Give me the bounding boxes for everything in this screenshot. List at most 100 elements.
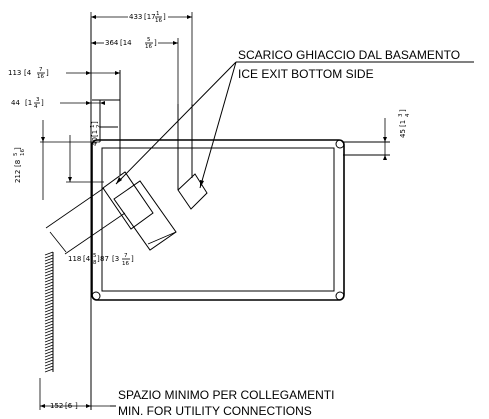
hatch-line [44,296,54,301]
dim-364-in: [14 [120,39,132,47]
hatch-line [44,368,54,373]
hatch-line [44,260,54,265]
dim-45-in: [1 [399,120,407,127]
hatch-line [44,365,54,370]
hatch-line [44,275,54,280]
dim-113-in: [4 [24,69,32,77]
dim-40: 40 [1 1 2 ] [90,121,102,146]
dim-118-close: ] [97,255,100,263]
dim-433-in: [17 [144,13,156,21]
note-ice-exit-en: ICE EXIT BOTTOM SIDE [238,67,374,81]
dim-212-close: ] [14,147,22,150]
dim-152-in: [6 [65,402,73,410]
hatch-line [44,329,54,334]
hatch-line [44,344,54,349]
dim-40-close: ] [91,121,99,124]
dim-152: 152 [6 ] [39,378,110,410]
hatch-line [44,284,54,289]
hatch-line [44,269,54,274]
dim-45-mm: 45 [399,129,407,138]
dim-364-mm: 364 [105,39,119,47]
dim-87-in: [3 [112,255,119,263]
hatch-line [44,356,54,361]
dim-44-den: 4 [34,104,38,110]
note-utility-it: SPAZIO MINIMO PER COLLEGAMENTI [118,388,334,402]
dim-45: 45 [1 3 4 ] [398,109,411,138]
hatch-line [44,311,54,316]
dim-152-close: ] [75,402,78,410]
hatch-line [44,293,54,298]
dim-364: 364 [14 5 16 ] [91,37,179,104]
dim-113-num: 7 [39,67,43,73]
hatch-line [44,341,54,346]
dim-44-num: 3 [36,97,40,103]
hatch-line [44,299,54,304]
hatch-line [44,287,54,292]
hatch-line [44,317,54,322]
hatch-line [44,278,54,283]
dim-433-num: 1 [156,11,160,17]
dim-118-den: 8 [93,260,97,266]
hatch-line [44,362,54,367]
dim-chute-lines [45,187,177,255]
dim-364-num: 5 [147,37,151,43]
dim-212-den: 16 [20,149,26,156]
ice-chute-left [102,171,177,251]
dim-40-den: 2 [96,125,102,129]
hatch-line [44,305,54,310]
dim-118-num: 5 [93,253,97,259]
hatch-line [44,347,54,352]
hatch-line [44,350,54,355]
wall-hatch [44,251,54,373]
dim-44-mm: 44 [11,99,20,107]
dim-113: 113 [4 7 16 ] [8,67,120,80]
dim-212-mm: 212 [14,170,22,183]
hatch-line [44,338,54,343]
dim-40-mm: 40 [91,137,99,146]
dim-87-close: ] [131,255,134,263]
ice-outlet [177,104,208,210]
dim-113-mm: 113 [8,69,21,77]
dim-118-in: [4 [83,255,91,263]
hatch-line [44,359,54,364]
hatch-line [44,332,54,337]
hatch-line [44,272,54,277]
dim-152-mm: 152 [50,402,63,410]
hatch-line [44,290,54,295]
dim-44-in: [1 [25,99,32,107]
dim-212-lines [40,120,104,200]
hatch-line [44,302,54,307]
dim-87: 87 [3 7 16 ] [100,253,134,267]
hatch-line [44,308,54,313]
hatch-line [44,353,54,358]
hatch-line [44,251,54,256]
dim-113-den: 16 [37,74,44,80]
dim-40-in: [1 [91,130,99,137]
dim-45-num: 3 [398,113,404,117]
note-utility-en: MIN. FOR UTILITY CONNECTIONS [118,404,312,418]
dim-364-den: 16 [145,44,152,50]
dim-45-den: 4 [405,113,411,117]
dim-45-lines [383,118,387,160]
dim-433-mm: 433 [129,13,142,21]
left-reference [90,18,121,410]
dim-212-num: 5 [13,152,19,156]
dim-118-mm: 118 [68,255,81,263]
dim-40-num: 1 [90,125,96,129]
ice-exit-leader [115,61,474,189]
hatch-line [44,254,54,259]
dim-44: 44 [1 3 4 ] [11,97,105,110]
hatch-line [44,257,54,262]
hatch-line [44,263,54,268]
dim-433: 433 [17 1 16 ] [90,11,193,104]
cabinet-outline [91,139,390,301]
dim-87-num: 7 [124,253,128,259]
dim-45-close: ] [399,109,407,112]
note-ice-exit-it: SCARICO GHIACCIO DAL BASAMENTO [238,48,460,62]
dim-118: 118 [4 5 8 ] [68,253,100,266]
dim-212-in: [8 [14,160,22,167]
dim-433-close: ] [163,13,166,21]
hatch-line [44,326,54,331]
hatch-line [44,323,54,328]
hatch-line [44,335,54,340]
